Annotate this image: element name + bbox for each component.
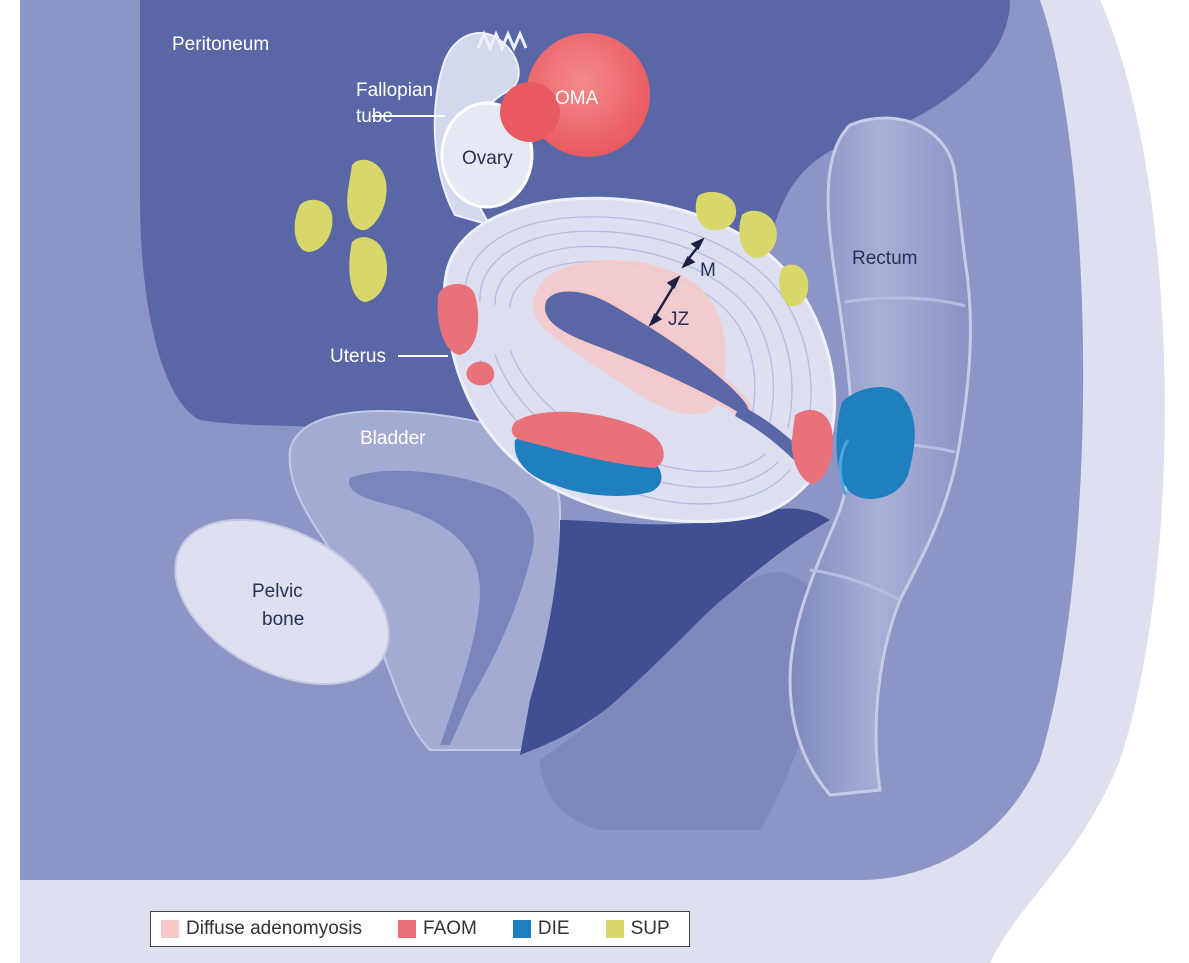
- label-bladder: Bladder: [360, 428, 426, 449]
- legend-item-sup: SUP: [606, 918, 670, 940]
- label-peritoneum: Peritoneum: [172, 34, 269, 55]
- label-uterus: Uterus: [330, 346, 386, 367]
- label-rectum: Rectum: [852, 248, 917, 269]
- legend-item-faom: FAOM: [398, 918, 477, 940]
- label-m: M: [700, 260, 716, 281]
- legend-label: Diffuse adenomyosis: [186, 918, 362, 940]
- legend-swatch: [161, 920, 179, 938]
- legend-swatch: [398, 920, 416, 938]
- label-ovary: Ovary: [462, 148, 513, 169]
- oma-cyst-small: [500, 82, 560, 142]
- legend-swatch: [606, 920, 624, 938]
- label-pelvic-bone-2: bone: [262, 609, 304, 630]
- label-jz: JZ: [668, 309, 690, 330]
- legend: Diffuse adenomyosis FAOM DIE SUP: [150, 911, 690, 947]
- label-fallopian-tube-2: tube: [356, 106, 393, 127]
- label-pelvic-bone-1: Pelvic: [252, 581, 303, 602]
- label-fallopian-tube-1: Fallopian: [356, 80, 433, 101]
- legend-label: SUP: [631, 918, 670, 940]
- label-oma: OMA: [555, 88, 599, 109]
- legend-label: FAOM: [423, 918, 477, 940]
- legend-item-diffuse-adenomyosis: Diffuse adenomyosis: [161, 918, 362, 940]
- faom-lesion-uterus-lower: [466, 362, 494, 386]
- legend-label: DIE: [538, 918, 570, 940]
- die-lesion-rectum: [836, 387, 914, 499]
- legend-swatch: [513, 920, 531, 938]
- legend-item-die: DIE: [513, 918, 570, 940]
